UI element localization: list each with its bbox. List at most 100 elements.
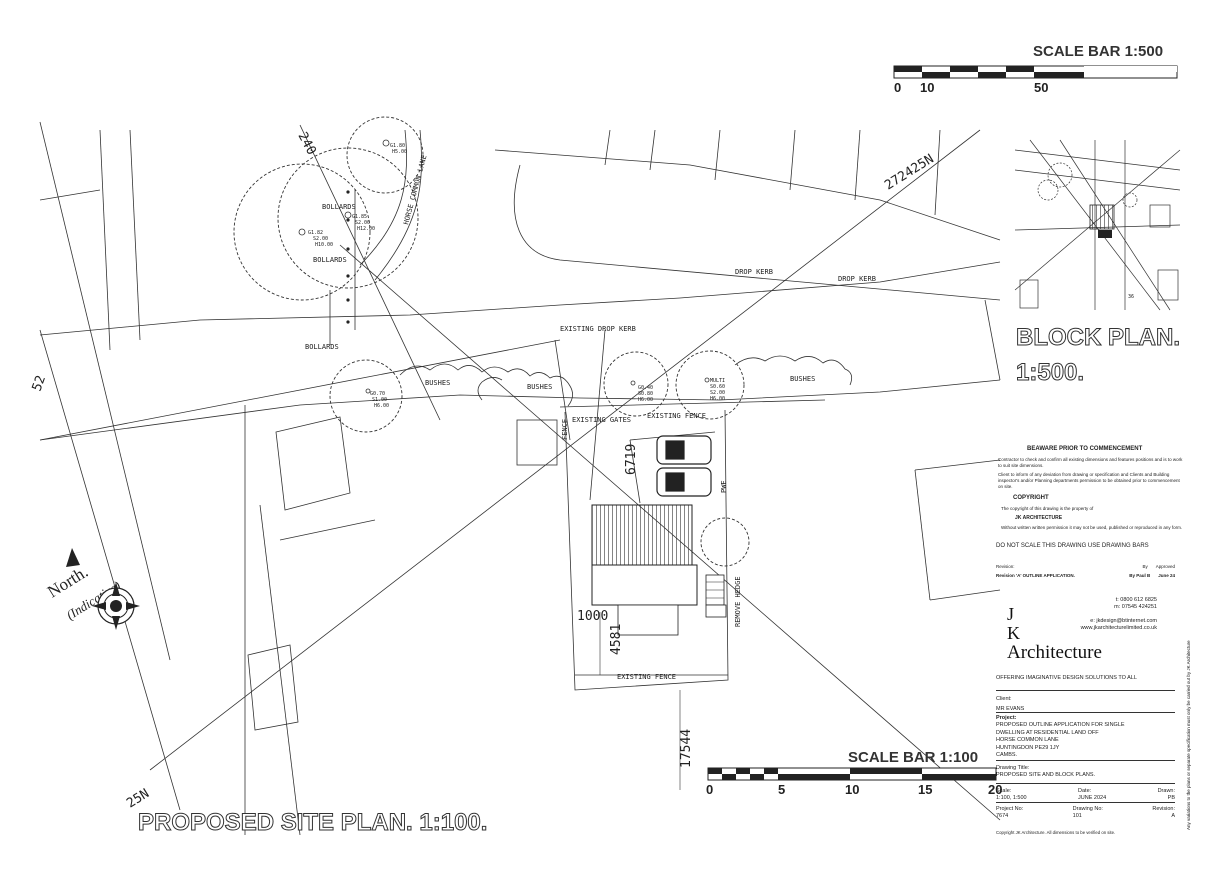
label-drop-kerb: DROP KERB (838, 275, 876, 283)
label-bushes: BUSHES (425, 379, 450, 387)
tree-label: S2.00 (355, 220, 370, 226)
tree-label: MULTI (710, 378, 725, 384)
beware-text: Contractor to check and confirm all exis… (998, 457, 1183, 469)
grid-label: 272425N (882, 152, 936, 194)
scale-bottom-tick: 5 (778, 782, 785, 797)
dimensions: 6719 1000 4581 17544 (577, 444, 694, 790)
drawn-cell: Drawn:PB (1158, 788, 1175, 803)
date-cell: Date:JUNE 2024 (1078, 788, 1106, 803)
tree-centres (298, 139, 710, 394)
copyright-heading: COPYRIGHT (1013, 495, 1049, 501)
revision-text: Revision 'A' OUTLINE APPLICATION. (996, 573, 1075, 579)
label-existing-fence: EXISTING FENCE (617, 673, 676, 681)
project-no-label: Project No: (996, 806, 1024, 812)
grid-label: 25N (124, 786, 152, 811)
label-existing-fence: EXISTING FENCE (647, 412, 706, 420)
approved-label: Approved (1155, 564, 1175, 569)
scale-bar-top: SCALE BAR 1:500 0 10 50 (893, 43, 1178, 95)
grid-label: 52 (30, 374, 49, 394)
scale-label: Scale: (996, 788, 1012, 794)
scale-bar-bottom: SCALE BAR 1:100 0 5 10 15 20 (706, 749, 1002, 797)
bushes-hedge (399, 355, 853, 407)
scale-top-tick: 10 (920, 80, 934, 95)
do-not-scale: DO NOT SCALE THIS DRAWING USE DRAWING BA… (996, 543, 1149, 549)
grid-label: 240 (294, 130, 318, 158)
date-label: Date: (1078, 788, 1092, 794)
block-plan-inset: 36 (1011, 139, 1181, 311)
tree-label: H6.00 (710, 396, 725, 402)
client-section: Client: MR EVANS (996, 690, 1175, 714)
side-note: Any variations to the plans or separate … (1184, 600, 1194, 830)
tree-label: G1.80 (390, 143, 405, 149)
phone: t: 0800 612 6825 (1115, 597, 1157, 603)
label-existing-drop-kerb: EXISTING DROP KERB (560, 325, 636, 333)
label-existing-gates: EXISTING GATES (572, 416, 631, 424)
tree-label: S0.60 (710, 384, 725, 390)
scale-bottom-tick: 20 (988, 782, 1002, 797)
revision-no-cell: Revision:A (1152, 806, 1175, 821)
website: www.jkarchitecturelimited.co.uk (1080, 625, 1157, 632)
tree-label: H6.00 (374, 403, 389, 409)
project-line: HORSE COMMON LANE (996, 737, 1059, 744)
scale-bottom-tick: 15 (918, 782, 932, 797)
mobile: m: 07545 424251 (1114, 604, 1157, 611)
client-inform-text: Client to inform of any deviation from d… (998, 472, 1180, 490)
tagline: OFFERING IMAGINATIVE DESIGN SOLUTIONS TO… (996, 675, 1137, 681)
by-label: By (1142, 564, 1148, 569)
client-name: MR EVANS (996, 706, 1025, 713)
label-pwe: PWE (720, 480, 728, 493)
firm-initial-j: J (1007, 604, 1015, 624)
tree-label: S2.00 (710, 390, 725, 396)
tree-label: S1.00 (372, 397, 387, 403)
scale-bottom-tick: 10 (845, 782, 859, 797)
block-plan-title: BLOCK PLAN. (1016, 324, 1180, 351)
grid-coordinates: 272425N 25N 52 240 (30, 130, 937, 812)
plan-labels: BOLLARDS BOLLARDS BOLLARDS DROP KERB DRO… (305, 143, 876, 681)
tree-label: G1.85 (352, 214, 367, 220)
firm-name: Architecture (1007, 641, 1102, 663)
scale-cell: Scale:1:100, 1:500 (996, 788, 1027, 803)
revision-date: June 24 (1158, 573, 1175, 579)
block-plan-scale: 1:500. (1016, 359, 1084, 386)
tree-label: S0.80 (638, 391, 653, 397)
scale-value: 1:100, 1:500 (996, 795, 1027, 802)
project-line: PROPOSED OUTLINE APPLICATION FOR SINGLE (996, 722, 1125, 729)
tree-canopy (603, 351, 669, 417)
tree-label: G1.82 (308, 230, 323, 236)
side-note-text: Any variations to the plans or separate … (1186, 640, 1191, 830)
bollards (346, 190, 350, 324)
firm-logo: J K Architecture (993, 605, 1183, 663)
revision-section: Revision: By Approved Revision 'A' OUTLI… (993, 564, 1183, 579)
email: e: jkdesign@btinternet.com (1090, 617, 1157, 624)
revision-no-label: Revision: (1152, 806, 1175, 812)
tree-canopy (700, 517, 750, 567)
title-block: BEAWARE PRIOR TO COMMENCEMENT Contractor… (993, 440, 1183, 845)
client-label: Client: (996, 696, 1012, 702)
tree-label: H10.00 (315, 242, 333, 248)
drawn-value: PB (1167, 795, 1175, 802)
tree-canopy (346, 116, 424, 194)
trees (233, 116, 750, 567)
dimension: 6719 (624, 444, 639, 475)
scale-bar-bottom-title: SCALE BAR 1:100 (848, 749, 978, 766)
firm-initial-k: K (1007, 622, 1020, 643)
project-line: DWELLING AT RESIDENTIAL LAND OFF (996, 729, 1099, 736)
project-line: CAMBS. (996, 752, 1018, 759)
project-no-section: Project No:7674 Drawing No:101 Revision:… (996, 802, 1175, 821)
revision-label: Revision: (996, 564, 1015, 569)
drawing-title-label: Drawing Title: (996, 765, 1030, 771)
dimension: 4581 (609, 624, 624, 655)
date-value: JUNE 2024 (1078, 795, 1107, 802)
scale-bottom-tick: 0 (706, 782, 713, 797)
drawing-title: PROPOSED SITE AND BLOCK PLANS. (996, 772, 1096, 779)
project-no-value: 7674 (996, 813, 1009, 820)
tree-canopy (233, 163, 371, 301)
dimension: 1000 (577, 609, 608, 624)
drawing-no-cell: Drawing No:101 (1073, 806, 1103, 821)
project-label: Project: (996, 715, 1017, 721)
dimension: 17544 (679, 729, 694, 768)
tree-label: S2.00 (313, 236, 328, 242)
project-section: Project: PROPOSED OUTLINE APPLICATION FO… (996, 712, 1175, 760)
label-remove-hedge: REMOVE HEDGE (734, 576, 742, 627)
